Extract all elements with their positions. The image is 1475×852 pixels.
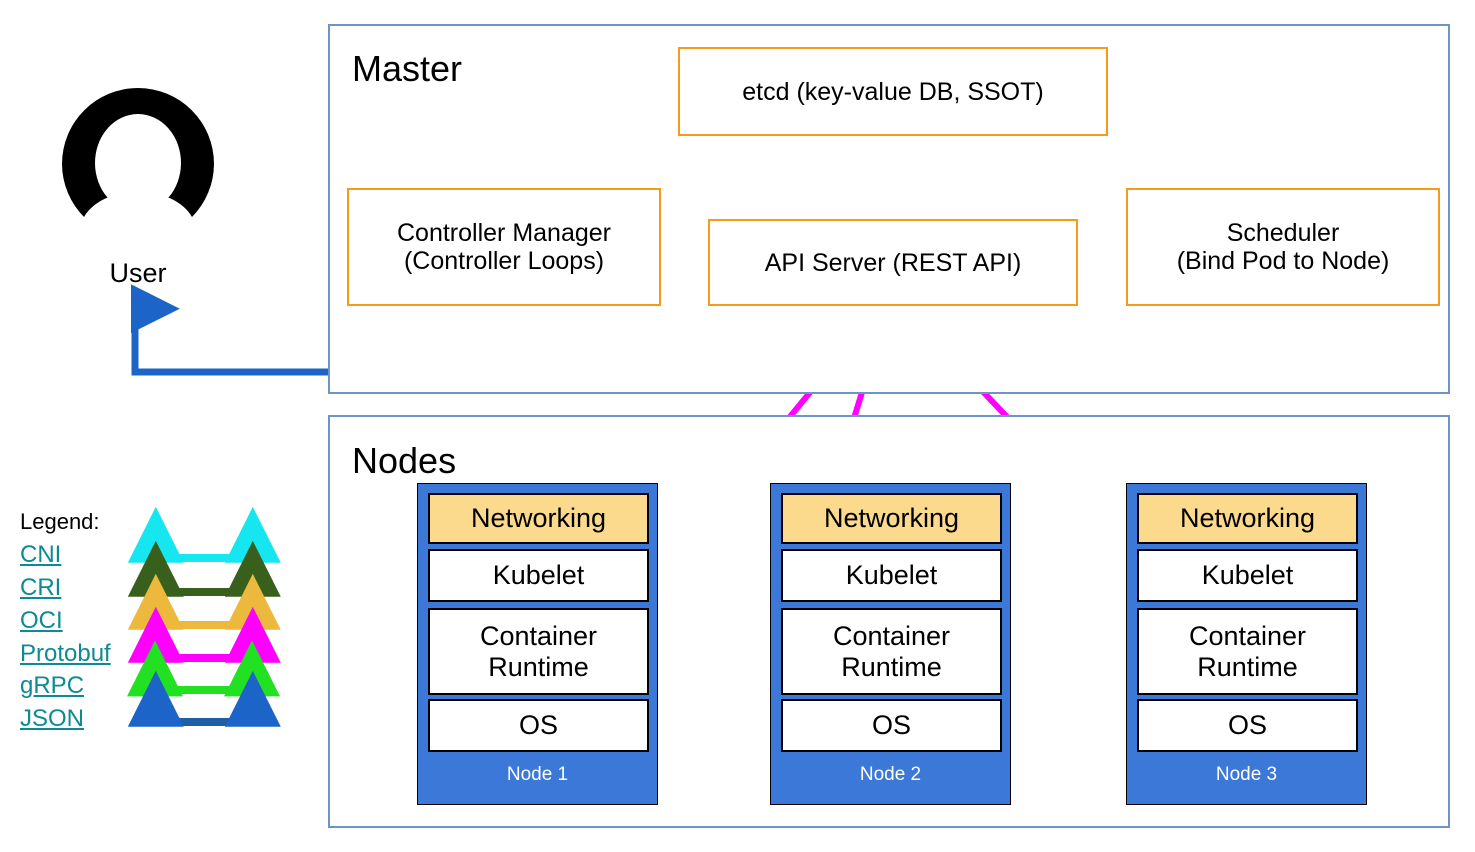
node-1[interactable]: Networking Kubelet Container Runtime OS … [417,483,658,805]
scheduler-label-line1: Scheduler [1226,219,1340,247]
node-1-name: Node 1 [506,764,569,785]
scheduler-label-line2: (Bind Pod to Node) [1176,247,1390,275]
user-avatar-icon [62,88,214,217]
node-3-container-runtime[interactable]: Container Runtime [1137,608,1358,695]
node-2-container-runtime-label: Container Runtime [832,621,951,682]
node-2-networking[interactable]: Networking [781,493,1002,544]
node-1-container-runtime[interactable]: Container Runtime [428,608,649,695]
node-1-container-runtime-label: Container Runtime [479,621,598,682]
node-2-os[interactable]: OS [781,699,1002,752]
node-2-container-runtime[interactable]: Container Runtime [781,608,1002,695]
etcd-label: etcd (key-value DB, SSOT) [742,77,1044,106]
node-3-networking-label: Networking [1179,503,1316,534]
node-3-name: Node 3 [1215,764,1278,785]
node-2-kubelet[interactable]: Kubelet [781,549,1002,602]
node-2-name: Node 2 [859,764,922,785]
node-2[interactable]: Networking Kubelet Container Runtime OS … [770,483,1011,805]
etcd-box[interactable]: etcd (key-value DB, SSOT) [678,47,1108,136]
node-3-kubelet[interactable]: Kubelet [1137,549,1358,602]
node-1-kubelet-label: Kubelet [492,560,585,591]
node-3-networking[interactable]: Networking [1137,493,1358,544]
node-2-networking-label: Networking [823,503,960,534]
scheduler-box[interactable]: Scheduler (Bind Pod to Node) [1126,188,1440,306]
node-2-os-label: OS [871,710,911,741]
node-3-container-runtime-label: Container Runtime [1188,621,1307,682]
controller-manager-label-line2: (Controller Loops) [403,247,605,275]
controller-manager-box[interactable]: Controller Manager (Controller Loops) [347,188,661,306]
api-server-label: API Server (REST API) [764,248,1022,277]
node-1-networking-label: Networking [470,503,607,534]
node-3-kubelet-label: Kubelet [1201,560,1294,591]
api-server-box[interactable]: API Server (REST API) [708,219,1078,306]
node-1-os-label: OS [518,710,558,741]
node-2-kubelet-label: Kubelet [845,560,938,591]
node-1-kubelet[interactable]: Kubelet [428,549,649,602]
node-3-os[interactable]: OS [1137,699,1358,752]
controller-manager-label-line1: Controller Manager [397,219,611,247]
node-1-networking[interactable]: Networking [428,493,649,544]
node-1-os[interactable]: OS [428,699,649,752]
node-3[interactable]: Networking Kubelet Container Runtime OS … [1126,483,1367,805]
node-3-os-label: OS [1227,710,1267,741]
